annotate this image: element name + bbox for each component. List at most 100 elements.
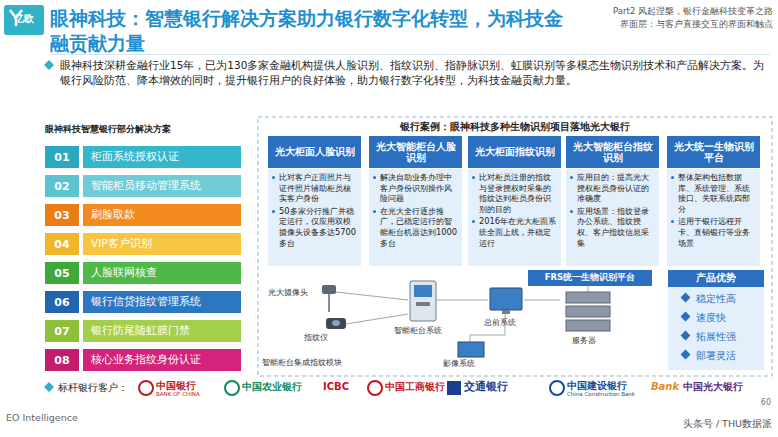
row-text: 核心业务指纹身份认证 xyxy=(91,353,201,367)
column-header: 光大智能柜台人脸识别 xyxy=(369,136,462,168)
label: 智能柜台系统 xyxy=(394,326,464,336)
bullet-item: 应用场景：指纹登录办公系统、指纹授权、客户指纹信息采集 xyxy=(569,206,656,248)
bullet-text: 应用场景：指纹登录办公系统、指纹授权、客户指纹信息采集 xyxy=(577,206,656,248)
solution-row: 07 银行防尾随虹膜门禁 xyxy=(45,320,241,342)
advantage-item: 拓展性强 xyxy=(668,329,764,344)
label: 服务器 xyxy=(572,336,612,346)
solution-row: 05 人脸联网核查 xyxy=(45,262,241,284)
column-header: 光大智能柜台指纹识别 xyxy=(566,136,659,168)
advantage-text: 拓展性强 xyxy=(696,329,764,344)
advantage-item: 部署灵活 xyxy=(668,348,764,363)
text-bar: 柜面系统授权认证 xyxy=(83,146,241,168)
label: 中国建设银行 xyxy=(567,380,647,392)
column-header: 光大柜面人脸识别 xyxy=(268,136,361,168)
bullet-text: 2016年在光大柜面系统全面上线，并稳定运行 xyxy=(479,216,558,248)
bullet-item: 运用于银行远程开卡、直销银行等业务场景 xyxy=(670,216,757,248)
row-number: 03 xyxy=(54,209,69,222)
number-box: 01 xyxy=(45,146,79,168)
number-box: 05 xyxy=(45,262,79,284)
bullet-dot xyxy=(272,176,275,179)
bullet-dot xyxy=(373,210,376,213)
label: 光大摄像头 xyxy=(268,288,320,298)
platform-text: FRS统一生物识别平台 xyxy=(545,272,635,284)
label: 头条号 / THU数据派 xyxy=(640,418,772,430)
bullet-text: 解决自助业务办理中客户身份识别操作风险问题 xyxy=(380,172,459,204)
row-text: 刷脸取款 xyxy=(91,208,135,222)
bullet-dot xyxy=(472,220,475,223)
solution-row: 03 刷脸取款 xyxy=(45,204,241,226)
smart-counter-icon xyxy=(410,281,436,321)
label: 影像系统 xyxy=(443,359,493,369)
label: 中国银行 xyxy=(156,380,216,392)
row-text: 银行防尾随虹膜门禁 xyxy=(91,324,190,338)
bullet-text: 应用目的：提高光大授权柜员身份认证的准确度 xyxy=(577,172,656,204)
bullet-item: 比对客户正面照片与证件照片辅助柜员核实客户身份 xyxy=(271,172,358,204)
label: 标杆银行客户： xyxy=(58,382,138,394)
solution-row: 04VIP客户识别 xyxy=(45,233,241,255)
logo-box xyxy=(4,5,44,35)
row-number: 02 xyxy=(54,180,69,193)
number-box: 06 xyxy=(45,291,79,313)
label: EO Intelligence xyxy=(6,412,126,424)
number-box: 07 xyxy=(45,320,79,342)
label: 眼神科技智慧银行部分解决方案 xyxy=(45,124,245,135)
bullet-item: 应用目的：提高光大授权柜员身份认证的准确度 xyxy=(569,172,656,204)
row-number: 05 xyxy=(54,267,69,280)
bullet-item: 整体架构包括数据库、系统管理、系统接口、关联系统四部分 xyxy=(670,172,757,214)
label: 中国农业银行 xyxy=(242,381,322,393)
column-heading: 光大智能柜台指纹识别 xyxy=(570,141,655,164)
bullet-text: 比对柜员注册的指纹与登录授权时采集的指纹达到柜员身份识别的目的 xyxy=(479,172,558,214)
fingerprint-reader-icon xyxy=(326,318,346,329)
bullet-diamond xyxy=(44,60,54,70)
bullet-item: 2016年在光大柜面系统全面上线，并稳定运行 xyxy=(471,216,558,248)
case-column: 光大柜面人脸识别比对客户正面照片与证件照片辅助柜员核实客户身份50多家分行推广并… xyxy=(268,136,361,266)
bullet-diamond xyxy=(44,382,54,392)
text-bar: 人脸联网核查 xyxy=(83,262,241,284)
solution-row: 01 柜面系统授权认证 xyxy=(45,146,241,168)
label: Bank xyxy=(651,381,681,394)
bullet-text: 比对客户正面照片与证件照片辅助柜员核实客户身份 xyxy=(279,172,358,204)
label: ICBC xyxy=(323,381,353,394)
label: 总前系统 xyxy=(484,318,534,328)
label: 眼神科技深耕金融行业15年，已为130多家金融机构提供人脸识别、指纹识别、指静脉… xyxy=(60,58,770,88)
advantage-item: 速度快 xyxy=(668,310,764,325)
text-bar: 核心业务指纹身份认证 xyxy=(83,349,241,371)
row-text: 人脸联网核查 xyxy=(91,266,157,280)
bullet-dot xyxy=(472,176,475,179)
column-header: 光大柜面指纹识别 xyxy=(468,136,561,168)
solution-row: 08 核心业务指纹身份认证 xyxy=(45,349,241,371)
bank-logos xyxy=(139,381,564,395)
image-system-icon xyxy=(458,342,484,357)
bullet-item: 解决自助业务办理中客户身份识别操作风险问题 xyxy=(372,172,459,204)
row-text: 柜面系统授权认证 xyxy=(91,150,179,164)
label: China Construction Bank xyxy=(567,391,657,398)
camera-icon xyxy=(322,285,336,312)
label: 中国工商银行 xyxy=(385,381,447,393)
label: 指纹仪 xyxy=(304,333,344,343)
diamond-icon xyxy=(681,293,691,303)
case-column: 光大统一生物识别平台整体架构包括数据库、系统管理、系统接口、关联系统四部分运用于… xyxy=(667,136,760,266)
front-system-icon xyxy=(490,288,522,314)
label: BANK OF CHINA xyxy=(156,391,226,398)
bullet-text: 运用于银行远程开卡、直销银行等业务场景 xyxy=(678,216,757,248)
column-body: 比对客户正面照片与证件照片辅助柜员核实客户身份50多家分行推广并稳定运行，仅应用… xyxy=(268,169,361,266)
rule xyxy=(50,54,770,55)
label: 亿欧 xyxy=(5,13,43,26)
bullet-dot xyxy=(570,210,573,213)
column-heading: 光大统一生物识别平台 xyxy=(671,141,756,164)
bullet-dot xyxy=(671,220,674,223)
column-body: 解决自助业务办理中客户身份识别操作风险问题在光大全行逐步推广，已稳定运行的智能柜… xyxy=(369,169,462,266)
solution-row: 02智能柜员移动管理系统 xyxy=(45,175,241,197)
row-number: 08 xyxy=(54,354,69,367)
slide-title: 眼神科技：智慧银行解决方案助力银行数字化转型，为科技金融贡献力量 xyxy=(50,6,580,55)
column-heading: 光大柜面指纹识别 xyxy=(475,146,555,157)
bullet-item: 在光大全行逐步推广，已稳定运行的智能柜台机器达到1000多台 xyxy=(372,206,459,248)
text-bar: 银行信贷指纹管理系统 xyxy=(83,291,241,313)
text-bar: 银行防尾随虹膜门禁 xyxy=(83,320,241,342)
label: 智能柜台集成指纹模块 xyxy=(262,358,382,368)
row-number: 01 xyxy=(54,151,69,164)
case-heading: 银行案例：眼神科技多种生物识别项目落地光大银行 xyxy=(258,117,772,134)
platform-box: FRS统一生物识别平台 xyxy=(528,270,652,286)
advantage-heading: 产品优势 xyxy=(696,272,736,285)
row-text: 银行信贷指纹管理系统 xyxy=(91,295,201,309)
